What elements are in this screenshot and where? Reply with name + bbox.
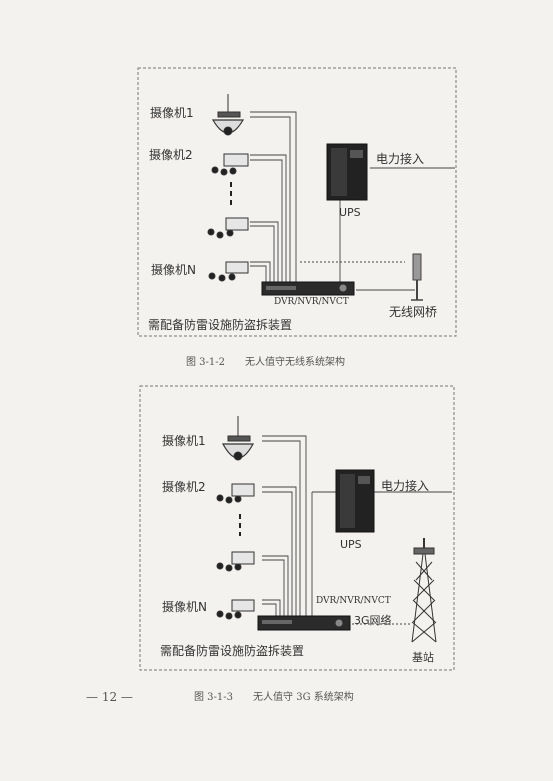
fig1-camera2-label: 摄像机2 [149, 148, 193, 162]
cameraN-icon [208, 261, 249, 282]
fig1-bridge-label: 无线网桥 [389, 305, 438, 319]
fig2-recorder-label: DVR/NVR/NVCT [316, 596, 391, 606]
fig1-camera1-label: 摄像机1 [150, 106, 194, 120]
fig1-note-label: 需配备防雷设施防盗拆装置 [148, 318, 293, 332]
fig1-recorder-label: DVR/NVR/NVCT [274, 297, 349, 307]
camera2-3-icon [216, 551, 255, 572]
fig2-cameraN-label: 摄像机N [162, 600, 207, 614]
fig1-ups-label: UPS [339, 206, 361, 219]
fig2-network-label: 3G网络 [354, 614, 392, 627]
ups1-icon [326, 143, 368, 201]
recorder2-icon [257, 615, 351, 631]
figure1-cables [250, 111, 455, 291]
fig2-camera1-label: 摄像机1 [162, 434, 206, 448]
base-station-icon [411, 538, 437, 643]
camera2-icon [211, 153, 249, 176]
figure1-border [137, 67, 457, 337]
fig2-power-label: 电力接入 [381, 479, 430, 493]
fig2-camera2-label: 摄像机2 [162, 480, 206, 494]
camera2-N-icon [216, 599, 255, 620]
fig1-caption: 图 3-1-2 无人值守无线系统架构 [186, 357, 346, 368]
camera3-icon [207, 217, 249, 239]
fig1-cameraN-label: 摄像机N [151, 263, 196, 277]
figure2-cables [262, 435, 452, 625]
figure2-border [139, 385, 455, 671]
fig2-station-label: 基站 [412, 651, 434, 664]
fig2-caption: 图 3-1-3 无人值守 3G 系统架构 [194, 692, 354, 703]
bridge-icon [411, 253, 423, 301]
fig1-power-label: 电力接入 [376, 152, 425, 166]
page-number: — 12 — [86, 690, 133, 704]
fig2-ups-label: UPS [340, 538, 362, 551]
camera2-2-icon [216, 483, 255, 504]
camera2-1-icon [221, 416, 255, 461]
fig2-note-label: 需配备防雷设施防盗拆装置 [160, 644, 305, 658]
recorder1-icon [261, 281, 355, 296]
camera1-icon [211, 94, 245, 136]
ups2-icon [335, 469, 375, 533]
